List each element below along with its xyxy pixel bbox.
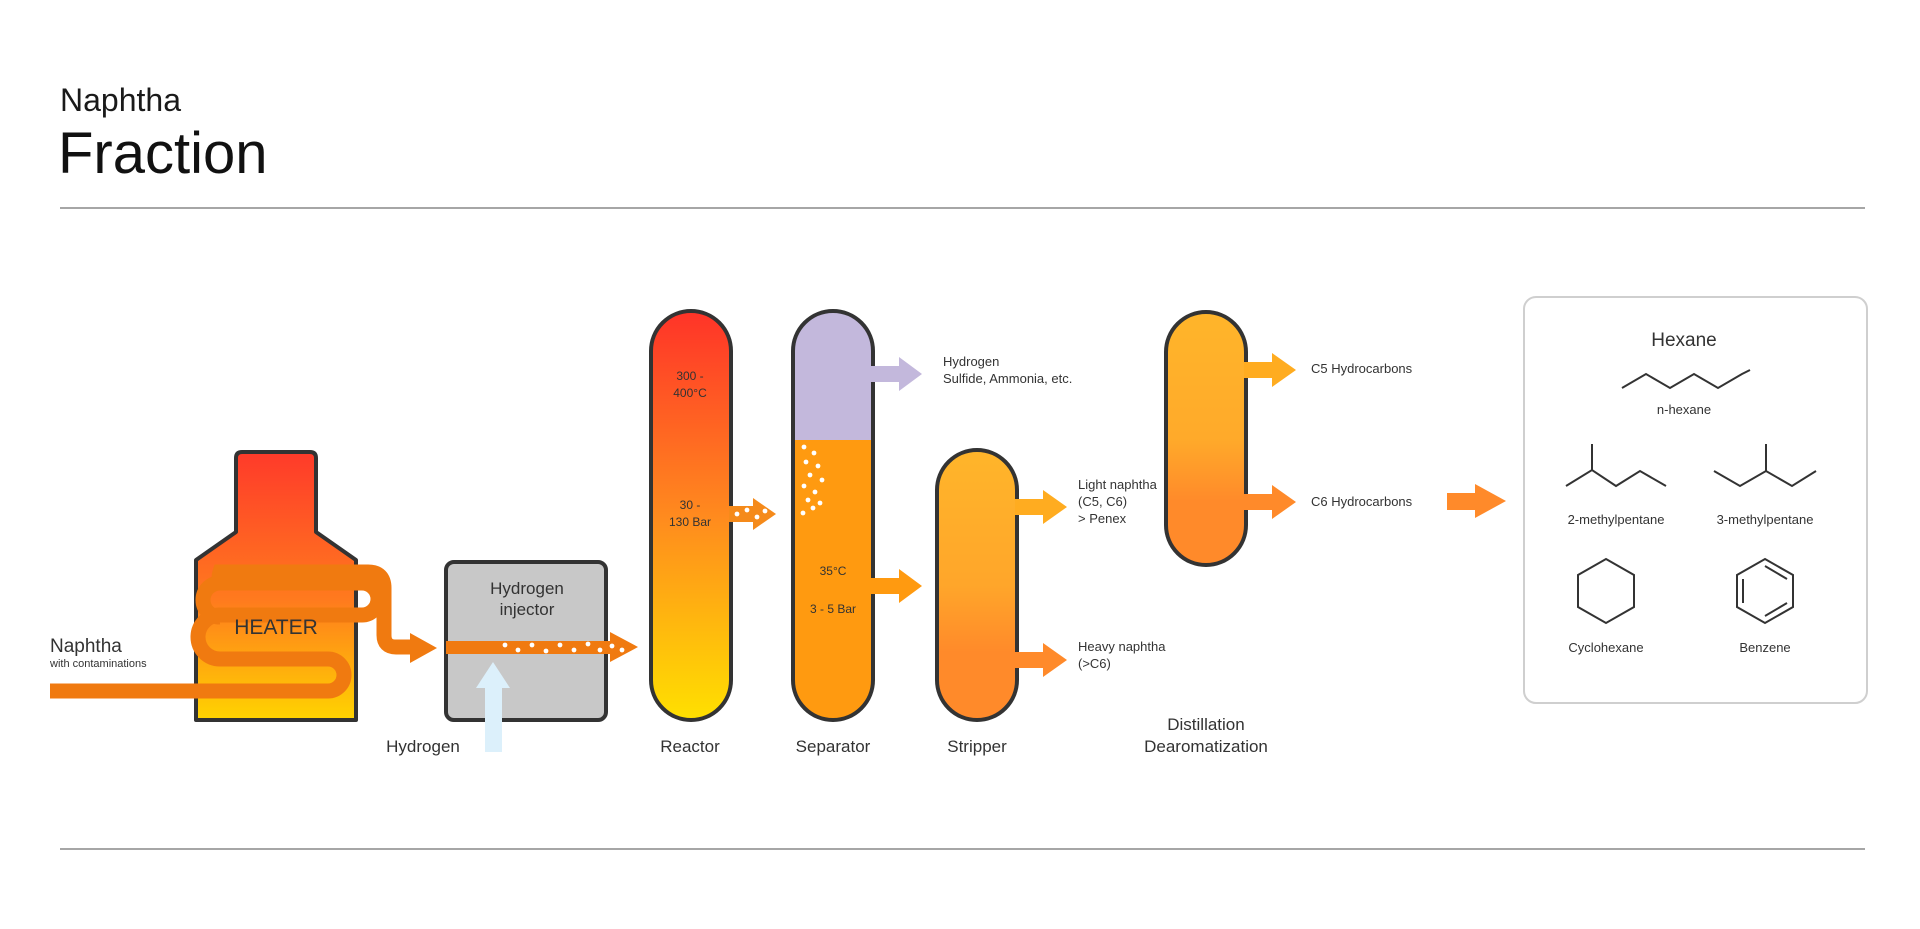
c5-pipe <box>1244 362 1274 378</box>
2-methylpentane-label: 2-methylpentane <box>1568 512 1665 527</box>
c6-pipe <box>1244 494 1274 510</box>
hydrogen-feed-pipe <box>485 684 502 752</box>
reactor-label: Reactor <box>660 737 720 756</box>
heater-coil-top <box>211 564 412 655</box>
hexane-panel-title: Hexane <box>1651 330 1717 351</box>
separator-pressure: 3 - 5 Bar <box>810 602 856 616</box>
reactor-pressure-line1: 30 - <box>680 498 701 512</box>
light-naphtha-line3: > Penex <box>1078 511 1127 526</box>
heater-outlet-arrowhead <box>410 633 437 663</box>
page-subtitle: Naphtha <box>60 82 181 118</box>
separator-liquid-arrowhead <box>899 569 922 603</box>
stripper-label: Stripper <box>947 737 1007 756</box>
separator-column <box>791 309 875 722</box>
stripper-light-pipe <box>1015 499 1045 515</box>
n-hexane-label: n-hexane <box>1657 402 1711 417</box>
injector-label-line2: injector <box>500 600 555 619</box>
stripper-light-arrowhead <box>1043 490 1067 524</box>
light-naphtha-line2: (C5, C6) <box>1078 494 1127 509</box>
distillation-column <box>1164 310 1248 567</box>
3-methylpentane-structure-icon <box>1713 444 1817 488</box>
c5-label: C5 Hydrocarbons <box>1311 361 1413 376</box>
stripper-heavy-pipe <box>1015 652 1045 668</box>
to-hexane-pipe <box>1447 493 1477 510</box>
heater-coil <box>50 575 386 699</box>
heavy-naphtha-line2: (>C6) <box>1078 656 1111 671</box>
separator-gas-label-line1: Hydrogen <box>943 354 999 369</box>
distillation-label-line1: Distillation <box>1167 715 1244 734</box>
c6-label: C6 Hydrocarbons <box>1311 494 1413 509</box>
hexane-panel <box>1523 296 1868 704</box>
benzene-structure-icon <box>1736 557 1794 625</box>
hydrogen-feed-label: Hydrogen <box>386 737 460 756</box>
injector-flow-arrowhead <box>610 632 638 662</box>
reactor-outlet-bubbles <box>734 507 768 520</box>
separator-liquid-pipe <box>871 578 901 594</box>
hydrogen-feed-arrowhead <box>476 662 510 688</box>
n-hexane-structure-icon <box>1621 369 1751 390</box>
separator-gas-arrowhead <box>899 357 922 391</box>
reactor-temp-line2: 400°C <box>673 386 707 400</box>
stripper-column <box>935 448 1019 722</box>
reactor-outlet-arrowhead <box>753 498 776 530</box>
2-methylpentane-structure-icon <box>1565 444 1667 488</box>
separator-gas-label-line2: Sulfide, Ammonia, etc. <box>943 371 1072 386</box>
cyclohexane-structure-icon <box>1577 557 1635 625</box>
3-methylpentane-label: 3-methylpentane <box>1717 512 1814 527</box>
reactor-pressure-line2: 130 Bar <box>669 515 711 529</box>
stripper-heavy-arrowhead <box>1043 643 1067 677</box>
separator-fill <box>793 311 873 720</box>
cyclohexane-label: Cyclohexane <box>1568 640 1643 655</box>
injector-bubbles <box>502 641 625 654</box>
reactor-outlet-pipe <box>729 506 755 522</box>
injector-label-line1: Hydrogen <box>490 579 564 598</box>
separator-label: Separator <box>796 737 871 756</box>
injector-flow-pipe <box>446 641 612 654</box>
heater-label: HEATER <box>234 616 318 639</box>
to-hexane-arrowhead <box>1475 484 1506 518</box>
reactor-temp-line1: 300 - <box>676 369 703 383</box>
heavy-naphtha-line1: Heavy naphtha <box>1078 639 1166 654</box>
page-title: Fraction <box>58 121 268 186</box>
distillation-label-line2: Dearomatization <box>1144 737 1268 756</box>
c5-arrowhead <box>1272 353 1296 387</box>
c6-arrowhead <box>1272 485 1296 519</box>
input-label: Naphtha <box>50 636 122 657</box>
benzene-label: Benzene <box>1739 640 1790 655</box>
separator-gas-pipe <box>871 366 901 382</box>
light-naphtha-line1: Light naphtha <box>1078 477 1158 492</box>
separator-temp: 35°C <box>820 564 847 578</box>
separator-bubbles <box>800 444 825 516</box>
input-sublabel: with contaminations <box>49 658 147 670</box>
